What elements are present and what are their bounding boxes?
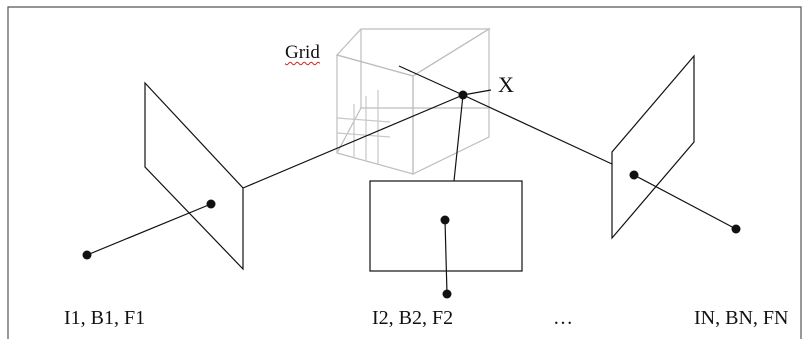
grid-cube-inner-lines [336, 90, 391, 164]
rays [242, 65, 613, 189]
camera-1-projection-line [86, 203, 212, 256]
camera-n [611, 54, 741, 240]
grid-axis-line-right [462, 89, 492, 96]
camera-2-label: I2, B2, F2 [372, 307, 454, 329]
ray-camera-2 [453, 94, 464, 182]
point-x-label: X [498, 72, 514, 97]
grid-cube [335, 27, 492, 175]
camera-2-image-point [440, 215, 450, 225]
ellipsis-label: … [553, 307, 573, 329]
camera-n-projection-line [633, 174, 737, 230]
grid-label: Grid [285, 42, 320, 63]
camera-1-image-point [206, 199, 216, 209]
camera-n-image-point [629, 170, 639, 180]
grid-cube-hidden-edge-d [336, 107, 362, 154]
camera-n-center [731, 224, 741, 234]
camera-n-label: IN, BN, FN [694, 307, 789, 329]
camera-2-center [442, 289, 452, 299]
grid-cube-top-face [335, 28, 492, 77]
grid-axis-line [398, 65, 464, 96]
camera-2 [369, 180, 523, 299]
diagram-frame [7, 6, 802, 339]
ray-camera-n [462, 94, 613, 165]
grid-cube-right-face [412, 27, 490, 175]
camera-n-image-plane [611, 54, 695, 240]
point-x-marker [458, 90, 468, 100]
ray-camera-1 [242, 94, 464, 189]
camera-1-image-plane [144, 81, 244, 271]
camera-1-label: I1, B1, F1 [64, 307, 146, 329]
camera-1 [82, 81, 244, 271]
camera-1-center [82, 250, 92, 260]
camera-2-projection-line [444, 219, 448, 295]
